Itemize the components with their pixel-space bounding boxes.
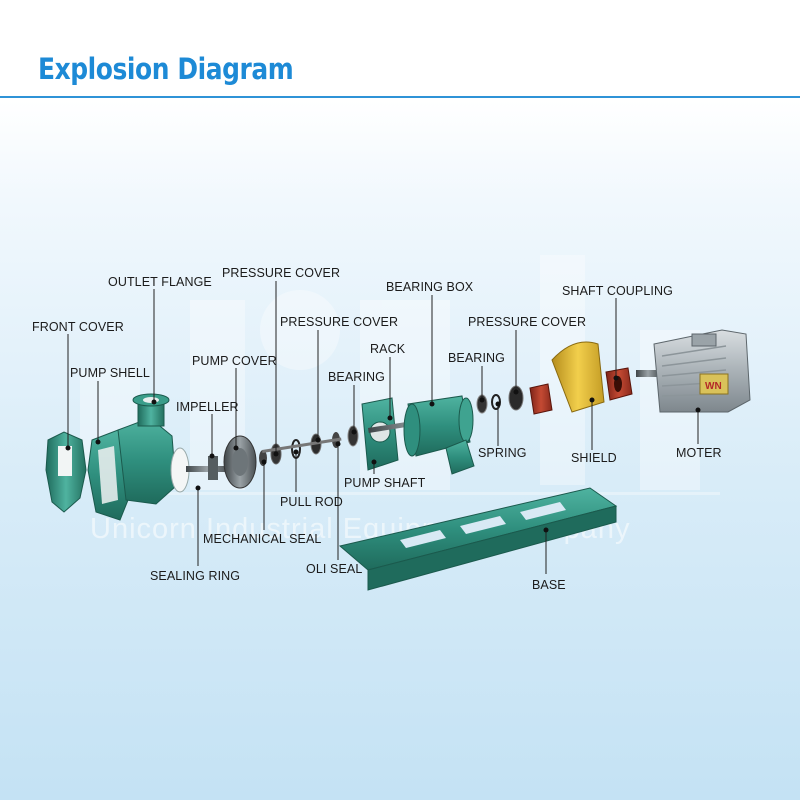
right-bearing-group [476,385,524,414]
impeller-part [186,456,228,480]
label-bearing-box: BEARING BOX [386,280,474,294]
base-part [338,487,618,591]
rack-part [361,397,399,471]
pump-shell-part [87,417,177,521]
page-title: Explosion Diagram [38,52,294,86]
label-bearing-1: BEARING [328,370,385,384]
pump-cover-part [223,435,257,489]
label-pump-cover: PUMP COVER [192,354,277,368]
label-pump-shell: PUMP SHELL [70,366,150,380]
label-front-cover: FRONT COVER [32,320,124,334]
motor-badge: WN [705,381,722,392]
leader-lines [65,281,701,574]
label-shield: SHIELD [571,451,617,465]
label-oli-seal: OLI SEAL [306,562,362,576]
outlet-flange-part [132,393,170,427]
label-impeller: IMPELLER [176,400,239,414]
label-pressure-cover-2: PRESSURE COVER [280,315,398,329]
label-shaft-coupling: SHAFT COUPLING [562,284,673,298]
shield-part [551,341,605,413]
label-pressure-cover-1: PRESSURE COVER [222,266,340,280]
label-outlet-flange: OUTLET FLANGE [108,275,212,289]
label-sealing-ring: SEALING RING [150,569,240,583]
label-rack: RACK [370,342,406,356]
label-pressure-cover-3: PRESSURE COVER [468,315,586,329]
label-mechanical-seal: MECHANICAL SEAL [203,532,321,546]
label-pump-shaft: PUMP SHAFT [344,476,426,490]
seal-rings-group [259,425,359,466]
coupling-left-part [529,383,553,415]
label-base: BASE [532,578,566,592]
label-moter: MOTER [676,446,722,460]
front-cover-part [45,431,87,513]
bracket-part [445,439,475,475]
bearing-box-part [403,395,474,457]
label-spring: SPRING [478,446,527,460]
motor-part: WN [636,329,751,413]
label-bearing-2: BEARING [448,351,505,365]
title-divider [0,96,800,98]
shaft-coupling-part [605,367,633,401]
label-pull-rod: PULL ROD [280,495,343,509]
